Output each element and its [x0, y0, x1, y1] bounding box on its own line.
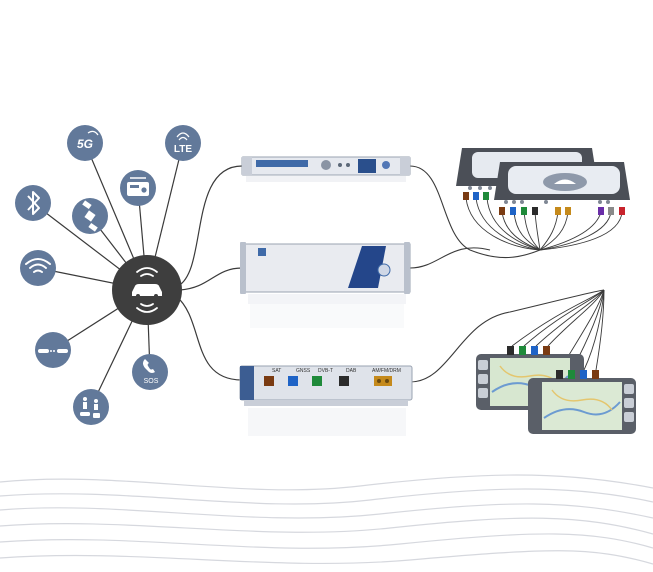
telematics-back-connectors [463, 192, 489, 200]
hub-instrument-links [175, 165, 243, 381]
service-sos: SOS [132, 354, 168, 390]
background-waves [0, 474, 653, 565]
service-lte: LTE [165, 125, 201, 161]
connected-car-icon [132, 267, 162, 313]
service-radio [120, 170, 156, 206]
service-bluetooth [15, 185, 51, 221]
lte-icon: LTE [174, 144, 192, 155]
svg-text:GNSS: GNSS [296, 368, 311, 374]
telematics-front-connectors [499, 207, 625, 215]
gnss-port-sat: SAT [264, 368, 281, 386]
svg-text:AM/FM/DRM: AM/FM/DRM [372, 368, 401, 374]
sos-label: SOS [144, 378, 159, 385]
signal-generator-4u [240, 242, 411, 328]
v2x-cars-icon [38, 349, 68, 353]
infotainment-front-connectors [556, 370, 599, 379]
telematics-unit-front [494, 162, 630, 215]
gnss-port-amfm: AM/FM/DRM [372, 368, 401, 386]
gnss-sdr-box: SAT GNSS DVB-T DAB AM/FM/DRM [239, 365, 413, 436]
radio-icon [127, 177, 149, 196]
gnss-port-dab: DAB [339, 368, 357, 386]
gnss-port-gnss: GNSS [288, 368, 311, 386]
infotainment-display-front [528, 370, 636, 434]
gnss-port-dvbt: DVB-T [312, 368, 333, 386]
service-satellite [72, 198, 108, 234]
5g-icon: 5G [77, 137, 93, 151]
wifi-icon [25, 258, 51, 273]
infotainment-back-connectors [507, 346, 550, 355]
satellite-icon [82, 200, 98, 232]
connected-car-hub [112, 255, 182, 325]
svg-text:DAB: DAB [346, 368, 357, 374]
service-v2x [35, 332, 71, 368]
service-5g: 5G [67, 125, 103, 161]
service-wifi [20, 250, 56, 286]
signal-generator-1u [241, 156, 411, 182]
bluetooth-icon [27, 191, 40, 215]
road-users-icon [80, 397, 100, 418]
svg-text:SAT: SAT [272, 368, 281, 374]
svg-text:DVB-T: DVB-T [318, 368, 333, 374]
service-road-users [73, 389, 109, 425]
sos-phone-icon [143, 359, 155, 373]
